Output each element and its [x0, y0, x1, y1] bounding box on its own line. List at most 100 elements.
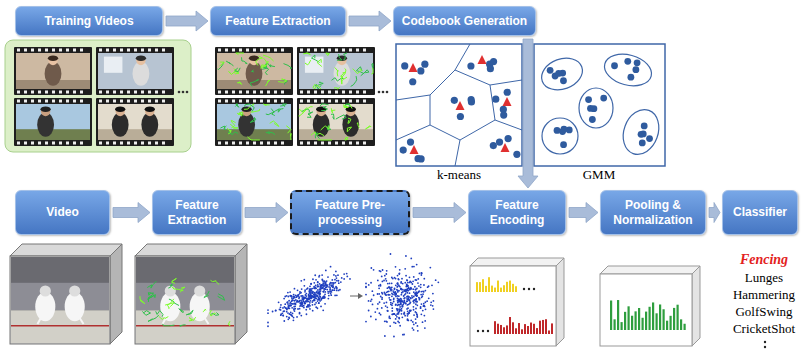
trajectory: [245, 104, 255, 112]
feature-point: [420, 286, 422, 288]
feature-point: [304, 291, 306, 293]
feature-point: [397, 310, 399, 312]
feature-point: [423, 315, 425, 317]
feature-point: [343, 273, 345, 275]
sprocket-hole: [106, 91, 109, 94]
figure-head: [346, 107, 355, 116]
trajectory: [180, 325, 186, 326]
feature-point: [306, 313, 308, 315]
trajectory: [353, 69, 362, 74]
trajectory: [235, 104, 238, 107]
class-name: GolfSwing: [735, 305, 792, 320]
sprocket-hole: [342, 49, 345, 52]
sprocket-hole: [106, 49, 109, 52]
feature-point: [323, 280, 325, 282]
feature-point: [415, 318, 417, 320]
feature-point: [398, 317, 400, 319]
feature-point: [326, 286, 328, 288]
histogram-bar: [476, 282, 478, 292]
sprocket-hole: [31, 91, 34, 94]
feature-point: [428, 297, 430, 299]
data-point: [646, 135, 653, 142]
feature-point: [413, 276, 415, 278]
feature-point: [398, 285, 400, 287]
sprocket-hole: [134, 100, 137, 103]
feature-point: [397, 275, 399, 277]
ellipsis-dot: [482, 330, 484, 332]
feature-point: [423, 303, 425, 305]
feature-point: [388, 315, 390, 317]
feature-point: [303, 285, 305, 287]
feature-point: [389, 283, 391, 285]
trajectory: [335, 68, 338, 77]
feature-point: [390, 287, 392, 289]
feature-point: [394, 294, 396, 296]
feature-point: [395, 322, 397, 324]
feature-point: [285, 307, 287, 309]
feature-point: [280, 314, 282, 316]
histogram-bar: [524, 324, 526, 334]
sprocket-hole: [328, 100, 331, 103]
data-point: [500, 112, 507, 119]
feature-point: [406, 308, 408, 310]
feature-point: [318, 276, 320, 278]
feature-point: [329, 290, 331, 292]
feature-point: [381, 292, 383, 294]
feature-point: [280, 306, 282, 308]
feature-point: [404, 268, 406, 270]
sprocket-hole: [80, 142, 83, 145]
voronoi-edge: [430, 95, 431, 125]
data-point: [585, 96, 592, 103]
feature-point: [330, 294, 332, 296]
histogram-bar: [500, 325, 502, 334]
feature-point: [393, 313, 395, 315]
feature-point: [334, 279, 336, 281]
sprocket-hole: [141, 100, 144, 103]
feature-point: [391, 277, 393, 279]
feature-point: [396, 286, 398, 288]
sprocket-hole: [321, 100, 324, 103]
feature-point: [424, 290, 426, 292]
trajectory: [287, 126, 291, 133]
histogram-bar: [506, 325, 508, 334]
feature-point: [372, 304, 374, 306]
feature-point: [314, 299, 316, 301]
sprocket-hole: [342, 100, 345, 103]
feature-point: [405, 255, 407, 257]
sprocket-hole: [349, 91, 352, 94]
class-name: Lunges: [745, 271, 783, 286]
feature-point: [375, 319, 377, 321]
feature-point: [431, 284, 433, 286]
voronoi-edge: [396, 125, 430, 140]
feature-point: [299, 305, 301, 307]
trajectory: [263, 55, 274, 61]
sprocket-hole: [300, 100, 303, 103]
feature-point: [407, 315, 409, 317]
trajectory: [348, 118, 351, 123]
pooled-bar: [617, 300, 619, 330]
sprocket-hole: [52, 49, 55, 52]
sprocket-hole: [274, 100, 277, 103]
feature-point: [388, 294, 390, 296]
feature-point: [335, 275, 337, 277]
sprocket-hole: [38, 100, 41, 103]
feature-point: [385, 294, 387, 296]
feature-point: [378, 287, 380, 289]
histogram-bar: [479, 282, 481, 292]
pooled-bar: [652, 302, 654, 330]
feature-point: [413, 300, 415, 302]
feature-point: [406, 279, 408, 281]
pooled-bar: [666, 321, 668, 330]
trajectory: [236, 53, 244, 55]
feature-point: [413, 309, 415, 311]
figure-head: [69, 285, 80, 296]
sprocket-hole: [24, 100, 27, 103]
feature-point: [332, 289, 334, 291]
trajectory: [203, 309, 206, 312]
feature-point: [395, 278, 397, 280]
feature-point: [406, 304, 408, 306]
sprocket-hole: [239, 100, 242, 103]
feature-point: [313, 282, 315, 284]
step-label: Feature Extraction: [159, 198, 235, 227]
trajectory: [251, 70, 253, 72]
